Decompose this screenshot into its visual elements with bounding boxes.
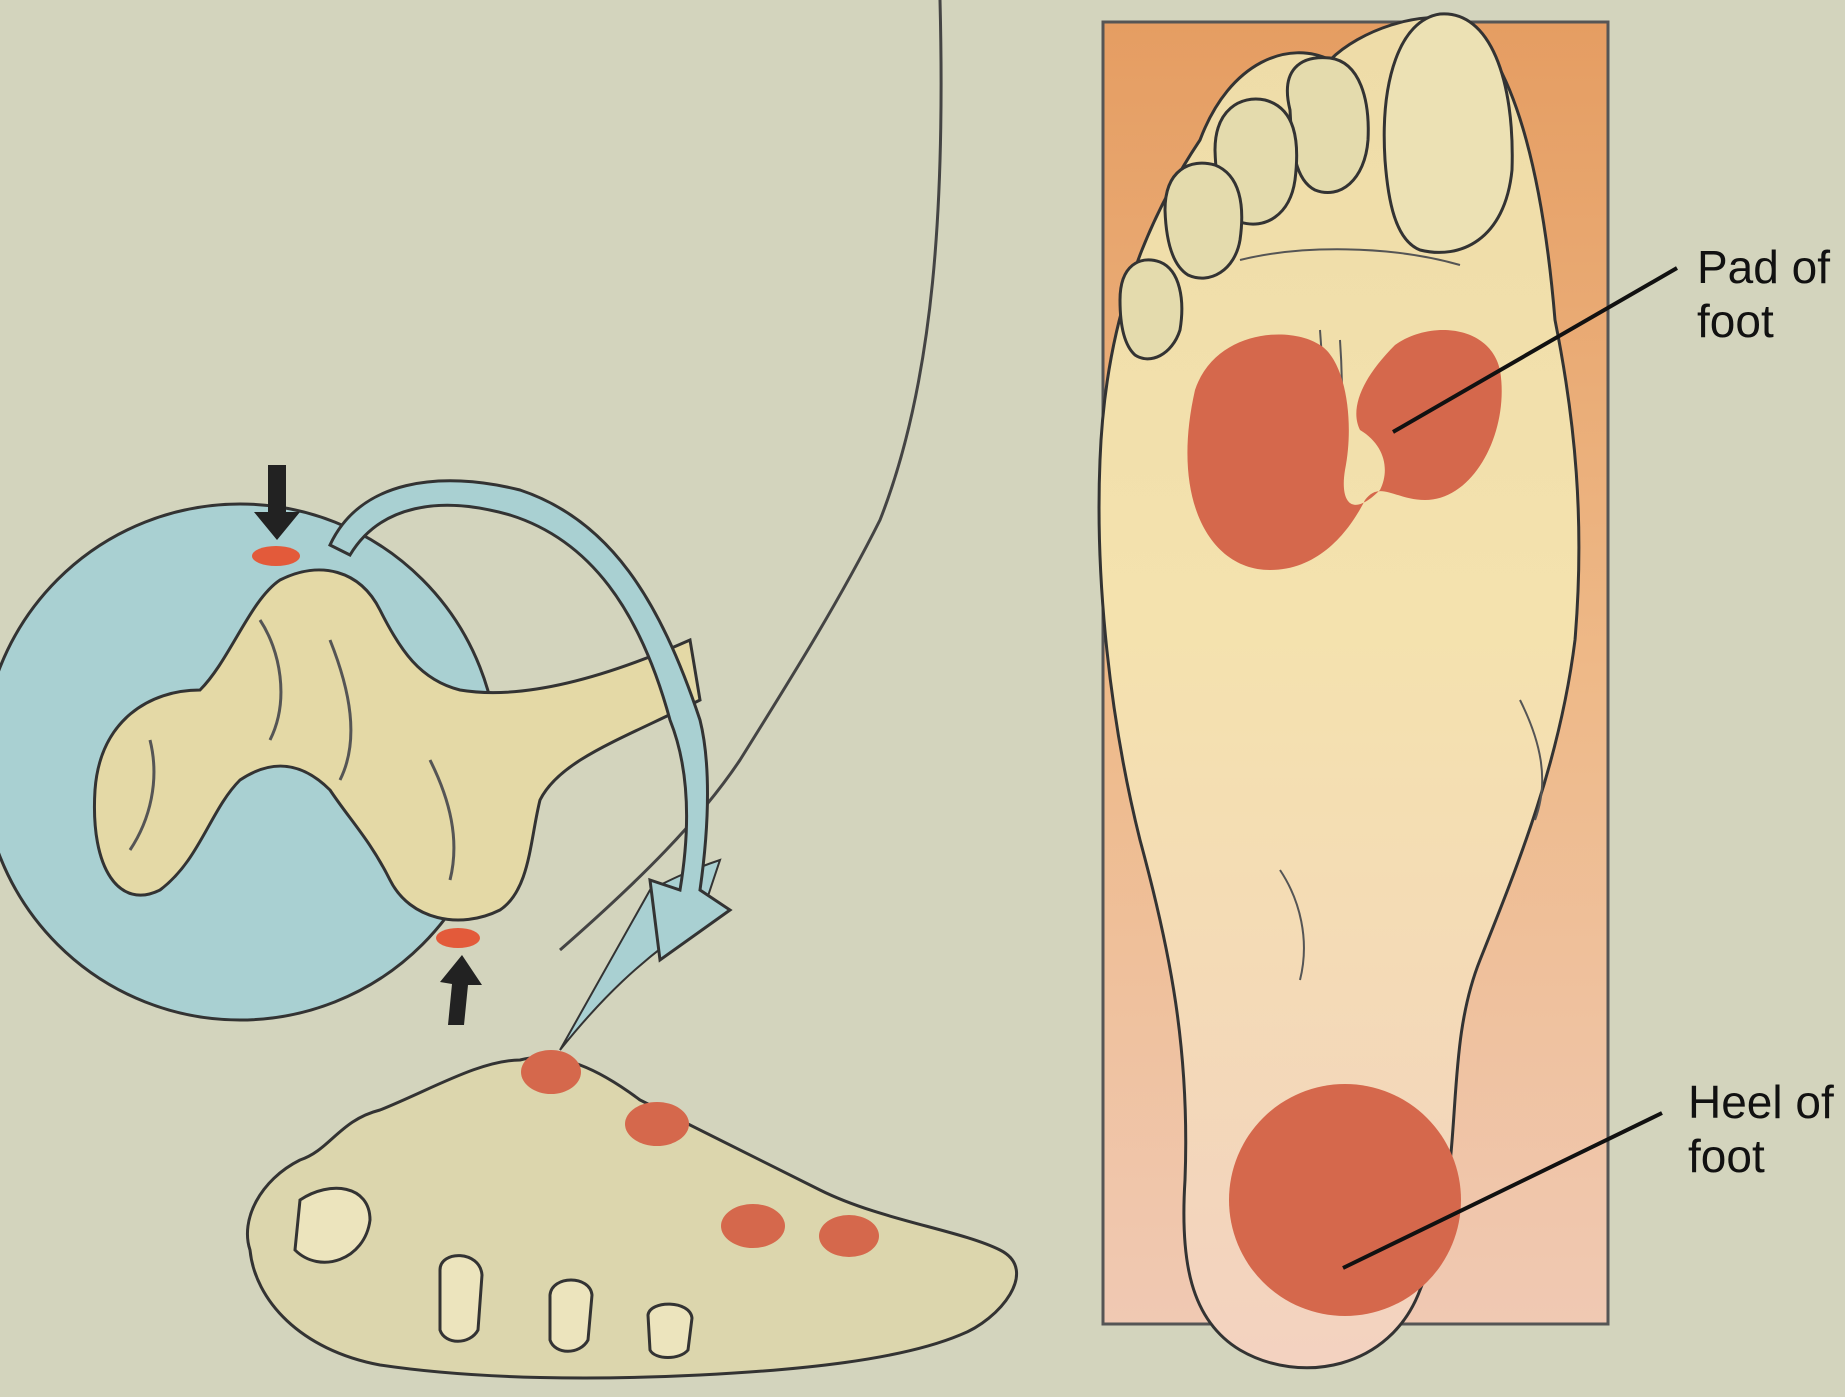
pad-label-line1: Pad of bbox=[1697, 240, 1830, 294]
fourth-toe bbox=[1165, 163, 1242, 278]
pressure-point-bottom bbox=[436, 928, 480, 948]
forefoot-pain-spot-2 bbox=[625, 1102, 689, 1146]
sole-panel bbox=[1099, 14, 1608, 1368]
leg-outline bbox=[560, 0, 941, 950]
pressure-arrow-up-icon bbox=[440, 955, 482, 1025]
forefoot-pain-spot-3 bbox=[721, 1204, 785, 1248]
forefoot-pain-spot-4 bbox=[819, 1215, 879, 1257]
heel-of-foot-area bbox=[1229, 1084, 1461, 1316]
pad-label-line2: foot bbox=[1697, 294, 1830, 348]
heel-of-foot-label: Heel of foot bbox=[1688, 1075, 1834, 1183]
pressure-point-top bbox=[252, 546, 300, 566]
heel-label-line1: Heel of bbox=[1688, 1075, 1834, 1129]
second-toe bbox=[1287, 58, 1368, 193]
pad-of-foot-label: Pad of foot bbox=[1697, 240, 1830, 348]
big-toe bbox=[1384, 14, 1512, 253]
forefoot-illustration bbox=[247, 1050, 1016, 1378]
little-toe bbox=[1120, 260, 1182, 359]
heel-label-line2: foot bbox=[1688, 1129, 1834, 1183]
forefoot-pain-spot-1 bbox=[521, 1050, 581, 1094]
